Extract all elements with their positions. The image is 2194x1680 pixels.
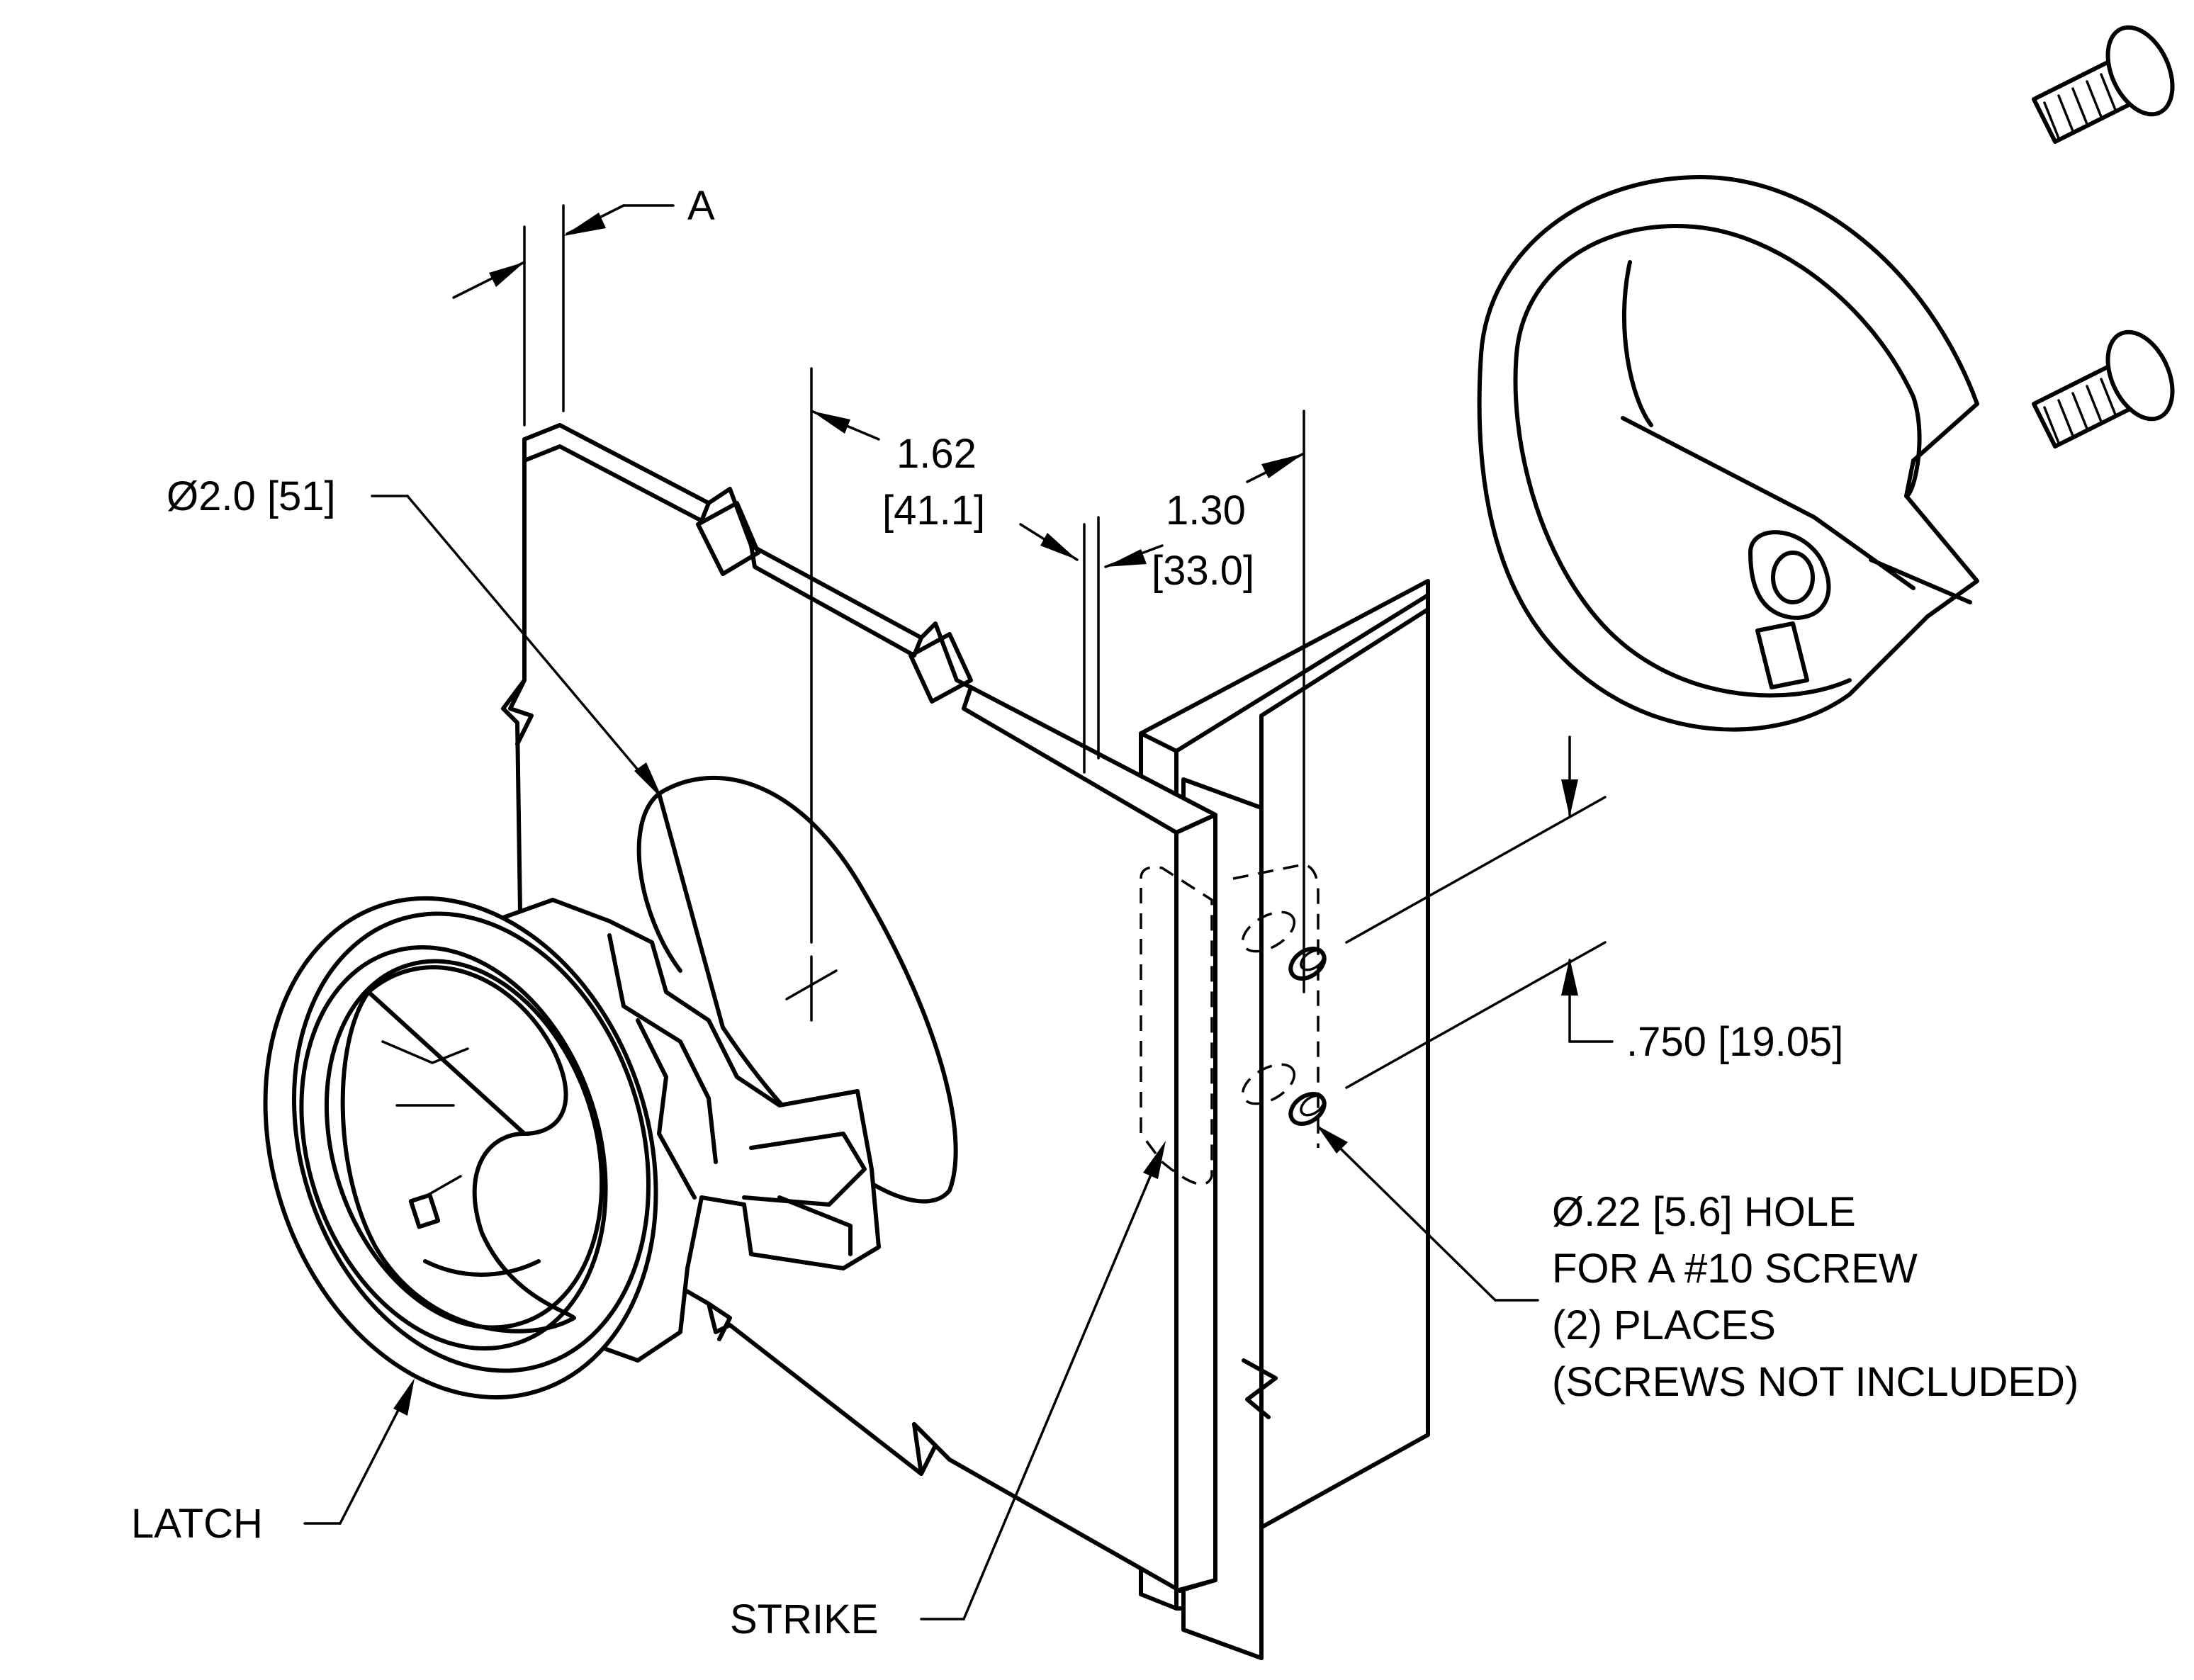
dimension-diameter <box>371 495 663 799</box>
mounting-hole-lower <box>1288 1092 1327 1126</box>
dimension-750 <box>1345 735 1614 1089</box>
dimension-162 <box>810 410 1100 774</box>
strike-pocket-hidden <box>1140 863 1320 1185</box>
latch-body <box>263 367 958 1400</box>
screw-upper <box>2032 25 2175 144</box>
dim-130-mm-label: [33.0] <box>1152 548 1254 594</box>
hole-note-leader <box>1317 1125 1539 1302</box>
strike-leader <box>920 1141 1166 1620</box>
dim-diameter-label: Ø2.0 [51] <box>167 473 336 519</box>
dim-162-mm-label: [41.1] <box>882 487 985 534</box>
strike-label: STRIKE <box>730 1596 879 1642</box>
screw-lower <box>2032 329 2175 449</box>
latch-label: LATCH <box>131 1501 263 1547</box>
dim-a-label: A <box>687 183 715 229</box>
dim-750-label: .750 [19.05] <box>1626 1019 1843 1065</box>
retaining-ring <box>1477 175 1979 732</box>
mounting-hole-upper <box>1288 947 1327 981</box>
dimension-a <box>452 204 675 427</box>
latch-leader <box>303 1378 415 1525</box>
hole-note-line4: (SCREWS NOT INCLUDED) <box>1552 1359 2078 1405</box>
dim-162-in-label: 1.62 <box>896 431 977 477</box>
hole-note-line1: Ø.22 [5.6] HOLE <box>1552 1189 1856 1235</box>
dim-130-in-label: 1.30 <box>1166 487 1246 534</box>
hole-note-line3: (2) PLACES <box>1552 1302 1776 1348</box>
hole-note-line2: FOR A #10 SCREW <box>1552 1246 1918 1292</box>
dimension-130 <box>1104 410 1305 993</box>
